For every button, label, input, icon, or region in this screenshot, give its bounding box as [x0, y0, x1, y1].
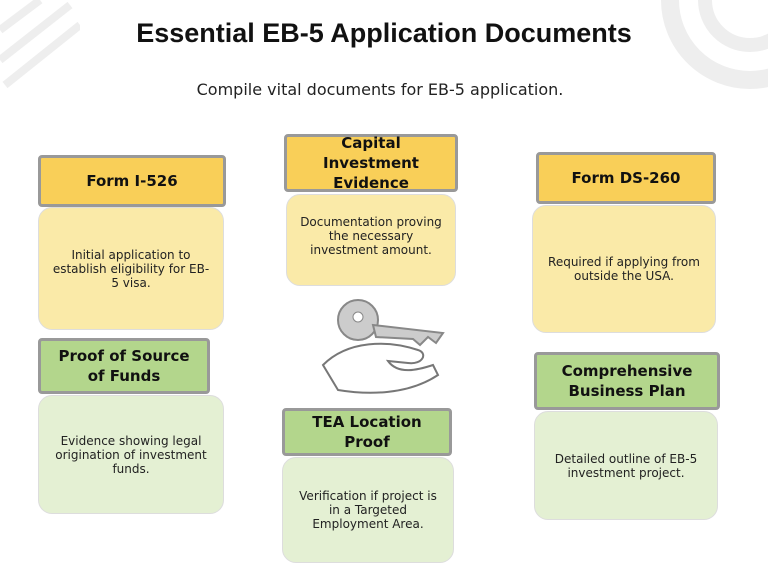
card-title: Capital Investment Evidence [284, 134, 458, 192]
card-title: Proof of Source of Funds [38, 338, 210, 394]
card-title: TEA Location Proof [282, 408, 452, 456]
card-text: Verification if project is in a Targeted… [282, 457, 454, 563]
card-title: Comprehensive Business Plan [534, 352, 720, 410]
swirl-decoration [661, 0, 768, 89]
card-text: Detailed outline of EB-5 investment proj… [534, 411, 718, 520]
card-title: Form I-526 [38, 155, 226, 207]
card-title: Form DS-260 [536, 152, 716, 204]
page-title: Essential EB-5 Application Documents [136, 18, 632, 48]
stripes-decoration [0, 0, 80, 89]
card-text: Evidence showing legal origination of in… [38, 395, 224, 514]
page-subtitle: Compile vital documents for EB-5 applica… [196, 80, 564, 99]
card-text: Documentation proving the necessary inve… [286, 194, 456, 286]
card-text: Initial application to establish eligibi… [38, 207, 224, 330]
hand-key-icon [321, 299, 445, 394]
card-text: Required if applying from outside the US… [532, 205, 716, 333]
